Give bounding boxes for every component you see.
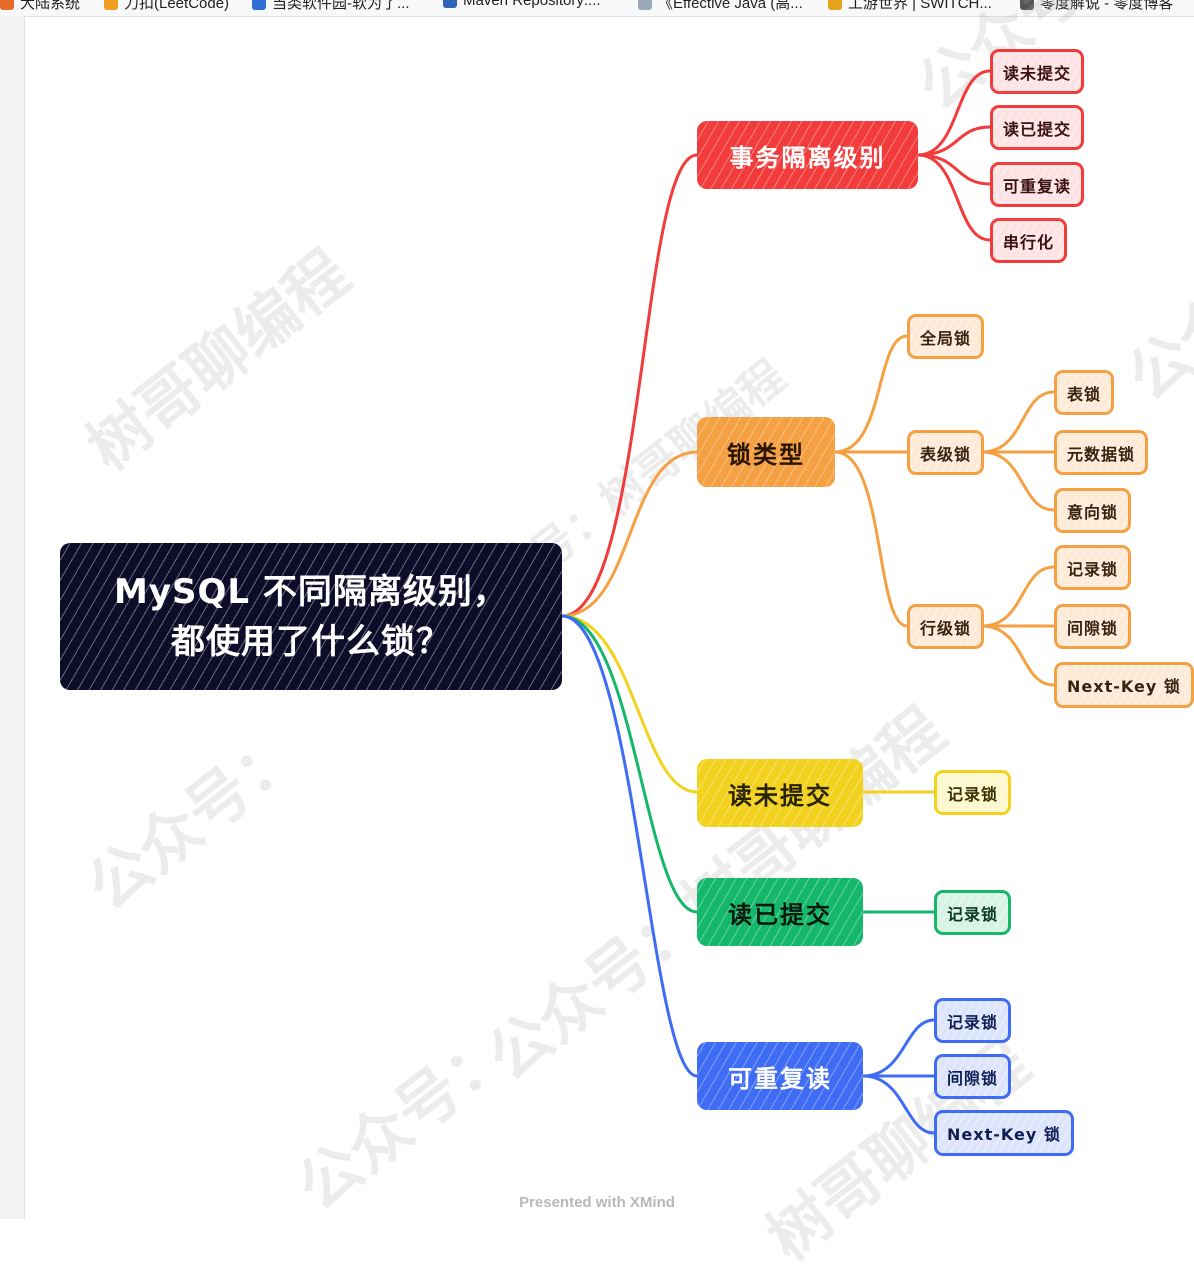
bookmark-icon (1020, 0, 1034, 10)
link-isolation (560, 153, 699, 618)
bookmark-icon (443, 0, 457, 8)
bookmark-icon (638, 0, 652, 10)
branch-read-uncommitted[interactable]: 读未提交 (697, 759, 863, 827)
global-lock-node[interactable]: 全局锁 (907, 314, 985, 359)
isolation-child[interactable]: 读已提交 (990, 105, 1085, 150)
row-lock-child[interactable]: 记录锁 (1054, 545, 1132, 590)
link-repeatable-read (560, 614, 699, 1078)
repeatable-read-child[interactable]: 间隙锁 (934, 1054, 1012, 1099)
bookmark-item[interactable]: Maven Repository:... (443, 0, 601, 9)
bookmark-item[interactable]: 力扣(LeetCode) (104, 0, 229, 13)
bookmark-icon (0, 0, 14, 10)
row-lock-child[interactable]: 间隙锁 (1054, 604, 1132, 649)
repeatable-read-child[interactable]: 记录锁 (934, 998, 1012, 1043)
bookmark-item[interactable]: 大陆系统 (0, 0, 80, 13)
bookmark-label: Maven Repository:... (463, 0, 601, 9)
table-lock-child[interactable]: 意向锁 (1054, 488, 1132, 533)
read-uncommitted-child[interactable]: 记录锁 (934, 770, 1012, 815)
table-lock-child[interactable]: 表锁 (1054, 370, 1115, 415)
isolation-child[interactable]: 读未提交 (990, 49, 1085, 94)
branch-repeatable-read[interactable]: 可重复读 (697, 1042, 863, 1110)
left-scroll-gutter (0, 16, 25, 1219)
bookmark-item[interactable]: 当类软件园-软为了... (252, 0, 410, 13)
branch-lock-types[interactable]: 锁类型 (697, 417, 835, 487)
bookmark-icon (104, 0, 118, 10)
link-lock-types (560, 450, 699, 618)
presented-with-xmind-footer: Presented with XMind (519, 1194, 675, 1211)
central-topic-line2: 都使用了什么锁？ (171, 621, 451, 662)
table-level-lock-node[interactable]: 表级锁 (907, 430, 985, 475)
branch-isolation-levels[interactable]: 事务隔离级别 (697, 121, 918, 189)
repeatable-read-child[interactable]: Next-Key 锁 (934, 1110, 1074, 1156)
central-topic-line1: MySQL 不同隔离级别， (114, 571, 508, 612)
bookmark-label: 零度解说 - 零度博客 (1040, 0, 1174, 12)
row-level-lock-node[interactable]: 行级锁 (907, 604, 985, 649)
isolation-child[interactable]: 串行化 (990, 218, 1068, 263)
bookmark-label: 力扣(LeetCode) (124, 0, 230, 12)
row-lock-child[interactable]: Next-Key 锁 (1054, 662, 1194, 708)
bookmark-label: 工游世界 | SWITCH... (848, 0, 992, 12)
central-topic[interactable]: MySQL 不同隔离级别， 都使用了什么锁？ (60, 543, 562, 690)
link-read-committed (560, 614, 699, 914)
mindmap-canvas: 树哥聊编程 公众号： 公众号： 公众号：树哥聊编程 公众号：树哥聊编程 公众号 … (25, 0, 1194, 1275)
connector-lines (560, 69, 1056, 1135)
bookmark-item[interactable]: 工游世界 | SWITCH... (828, 0, 992, 13)
table-lock-child[interactable]: 元数据锁 (1054, 430, 1149, 475)
bookmark-icon (252, 0, 266, 10)
bookmark-label: 大陆系统 (20, 0, 81, 12)
isolation-child[interactable]: 可重复读 (990, 162, 1085, 207)
bookmark-label: 当类软件园-软为了... (272, 0, 410, 12)
bookmark-icon (828, 0, 842, 10)
bookmark-item[interactable]: 《Effective Java (高... (638, 0, 803, 13)
branch-read-committed[interactable]: 读已提交 (697, 878, 863, 946)
bookmarks-bar: 大陆系统 力扣(LeetCode) 当类软件园-软为了... Maven Rep… (0, 0, 1194, 17)
read-committed-child[interactable]: 记录锁 (934, 890, 1012, 935)
link-read-uncommitted (560, 614, 699, 794)
bookmark-label: 《Effective Java (高... (658, 0, 803, 12)
bookmark-item[interactable]: 零度解说 - 零度博客 (1020, 0, 1173, 13)
